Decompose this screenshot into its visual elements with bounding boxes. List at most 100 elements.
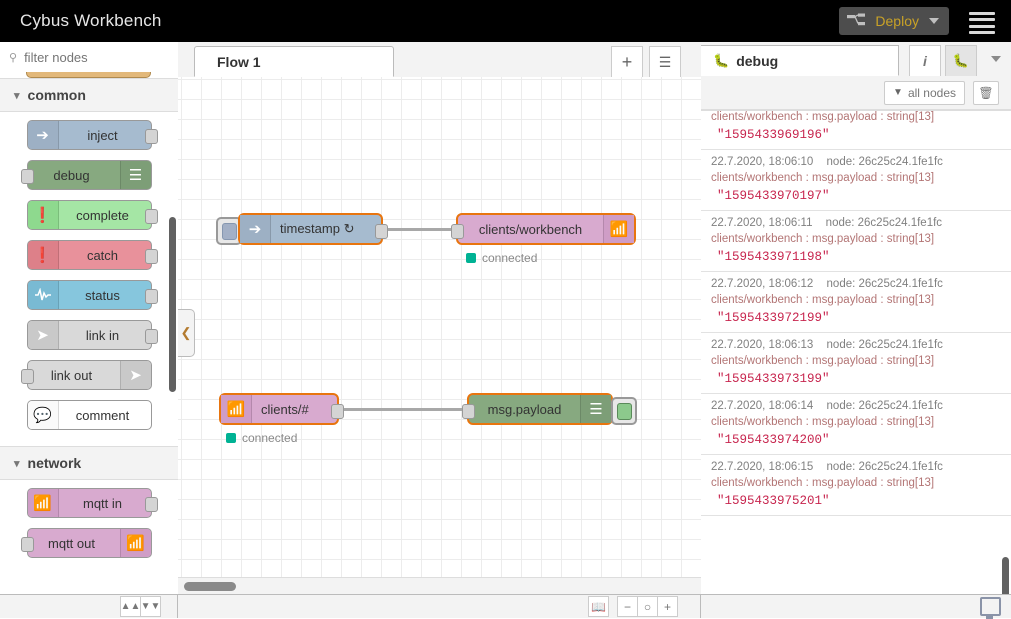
- debug-message[interactable]: 22.7.2020, 18:06:11 node: 26c25c24.1fe1f…: [701, 211, 1011, 272]
- palette-node-label: debug: [53, 167, 90, 183]
- clear-debug-button[interactable]: 🗑: [973, 80, 999, 105]
- scrollbar-thumb[interactable]: [184, 582, 236, 591]
- palette-scrollbar[interactable]: [169, 217, 176, 392]
- list-flows-button[interactable]: ☰: [649, 46, 681, 78]
- palette-node-debug[interactable]: debug ☰: [20, 160, 152, 190]
- monitor-icon[interactable]: [980, 597, 1001, 619]
- node-input-port[interactable]: [20, 537, 34, 552]
- pulse-wave-icon: [27, 281, 59, 309]
- palette-node-inject[interactable]: ➔ inject: [26, 120, 158, 150]
- filter-label: all nodes: [907, 85, 956, 100]
- debug-message[interactable]: 22.7.2020, 18:06:15 node: 26c25c24.1fe1f…: [701, 455, 1011, 516]
- palette-collapse-handle[interactable]: ❮: [178, 309, 195, 357]
- flow-wire[interactable]: [381, 228, 471, 231]
- bug-icon[interactable]: 🐛: [945, 45, 977, 77]
- flow-node-clients-wildcard[interactable]: 📶 clients/#: [219, 393, 344, 425]
- node-output-port[interactable]: [144, 289, 158, 304]
- deploy-label: Deploy: [875, 13, 919, 29]
- debug-scrollbar[interactable]: [1002, 557, 1009, 594]
- mqtt-signal-icon: 📶: [119, 529, 151, 557]
- chevrons-down-icon[interactable]: ▼▼: [141, 596, 161, 617]
- debug-message[interactable]: 22.7.2020, 18:06:13 node: 26c25c24.1fe1f…: [701, 333, 1011, 394]
- flow-tab-bar: Flow 1 + ☰: [178, 42, 701, 78]
- palette-node-comment[interactable]: 💬 comment: [26, 400, 152, 430]
- palette-scroll-area[interactable]: ▾ common ➔ inject debug ☰ ❗ complete: [0, 72, 178, 594]
- palette-node-status[interactable]: status: [26, 280, 158, 310]
- palette-node-link-in[interactable]: ➤ link in: [26, 320, 158, 350]
- palette-node-complete[interactable]: ❗ complete: [26, 200, 158, 230]
- add-flow-button[interactable]: +: [611, 46, 643, 78]
- node-output-port[interactable]: [144, 249, 158, 264]
- link-arrow-icon: ➤: [119, 361, 151, 389]
- tab-flow-1[interactable]: Flow 1: [194, 46, 394, 77]
- node-output-port[interactable]: [144, 129, 158, 144]
- palette-node-label: mqtt in: [82, 495, 122, 511]
- debug-node-id: node: 26c25c24.1fe1fc: [825, 217, 943, 229]
- palette-node-partial[interactable]: [26, 72, 151, 78]
- debug-node-id: node: 26c25c24.1fe1fc: [826, 461, 943, 473]
- debug-timestamp: 22.7.2020, 18:06:10: [711, 156, 814, 168]
- hamburger-menu-icon[interactable]: [969, 10, 995, 36]
- flow-node-clients-workbench[interactable]: clients/workbench 📶: [451, 213, 636, 245]
- zoom-out-button[interactable]: −: [617, 596, 638, 617]
- node-output-port[interactable]: [144, 209, 158, 224]
- palette-category-network[interactable]: ▾ network: [0, 446, 178, 480]
- palette-category-common-body: ➔ inject debug ☰ ❗ complete ❗ catch: [0, 112, 178, 446]
- debug-message[interactable]: 22.7.2020, 18:06:14 node: 26c25c24.1fe1f…: [701, 394, 1011, 455]
- debug-meta: 22.7.2020, 18:06:15 node: 26c25c24.1fe1f…: [711, 461, 1001, 473]
- info-icon[interactable]: i: [909, 45, 941, 77]
- link-arrow-icon: ➤: [27, 321, 59, 349]
- debug-value: "1595433969196": [717, 128, 830, 142]
- canvas-horizontal-scrollbar[interactable]: [178, 577, 701, 594]
- node-output-port[interactable]: [144, 329, 158, 344]
- palette-node-link-out[interactable]: link out ➤: [20, 360, 152, 390]
- tab-debug[interactable]: 🐛 debug: [701, 45, 899, 76]
- debug-message-list[interactable]: clients/workbench : msg.payload : string…: [701, 110, 1011, 594]
- filter-nodes-button[interactable]: ▼ all nodes: [884, 80, 965, 105]
- palette-node-label: link in: [85, 327, 120, 343]
- node-input-port[interactable]: [20, 369, 34, 384]
- deploy-button[interactable]: Deploy: [839, 7, 949, 35]
- debug-toggle-button[interactable]: [611, 397, 637, 425]
- debug-node-id: node: 26c25c24.1fe1fc: [826, 400, 943, 412]
- zoom-reset-button[interactable]: ○: [638, 596, 658, 617]
- flow-node-status-workbench: connected: [466, 251, 537, 265]
- flow-node-label: clients/workbench: [478, 221, 583, 237]
- debug-value: "1595433975201": [717, 494, 830, 508]
- chevron-down-icon[interactable]: [991, 56, 1001, 62]
- palette-footer: ▲▲ ▼▼: [0, 594, 178, 618]
- exclamation-icon: ❗: [27, 241, 59, 269]
- debug-node-id: node: 26c25c24.1fe1fc: [826, 339, 943, 351]
- node-input-port[interactable]: [462, 404, 475, 419]
- debug-message-partial[interactable]: clients/workbench : msg.payload : string…: [701, 111, 1011, 150]
- palette-node-mqtt-in[interactable]: 📶 mqtt in: [26, 488, 158, 518]
- palette-search-row: ⚲: [0, 42, 178, 73]
- flow-canvas[interactable]: ➔ timestamp ↻ clients/workbench 📶 connec…: [178, 77, 701, 594]
- zoom-in-button[interactable]: +: [658, 596, 678, 617]
- chevron-down-icon[interactable]: [929, 18, 939, 24]
- flow-wire[interactable]: [338, 408, 472, 411]
- inject-trigger-button[interactable]: [216, 217, 242, 245]
- node-output-port[interactable]: [375, 224, 388, 239]
- debug-timestamp: 22.7.2020, 18:06:12: [711, 278, 814, 290]
- search-input[interactable]: [22, 48, 157, 66]
- node-input-port[interactable]: [451, 224, 464, 239]
- debug-tab-label: debug: [736, 52, 779, 69]
- debug-message[interactable]: 22.7.2020, 18:06:10 node: 26c25c24.1fe1f…: [701, 150, 1011, 211]
- flow-node-msg-payload[interactable]: msg.payload ☰: [462, 393, 613, 425]
- debug-lines-icon: ☰: [580, 395, 611, 423]
- chevrons-up-icon[interactable]: ▲▲: [120, 596, 141, 617]
- debug-message[interactable]: 22.7.2020, 18:06:12 node: 26c25c24.1fe1f…: [701, 272, 1011, 333]
- node-output-port[interactable]: [331, 404, 344, 419]
- palette-category-common[interactable]: ▾ common: [0, 78, 178, 112]
- debug-lines-icon: ☰: [119, 161, 151, 189]
- node-output-port[interactable]: [144, 497, 158, 512]
- palette-node-catch[interactable]: ❗ catch: [26, 240, 158, 270]
- navigator-map-icon[interactable]: 📖: [588, 596, 609, 617]
- status-label: connected: [482, 251, 538, 265]
- node-input-port[interactable]: [20, 169, 34, 184]
- palette-node-mqtt-out[interactable]: mqtt out 📶: [20, 528, 152, 558]
- flow-node-timestamp[interactable]: ➔ timestamp ↻: [238, 213, 388, 245]
- exclamation-icon: ❗: [27, 201, 59, 229]
